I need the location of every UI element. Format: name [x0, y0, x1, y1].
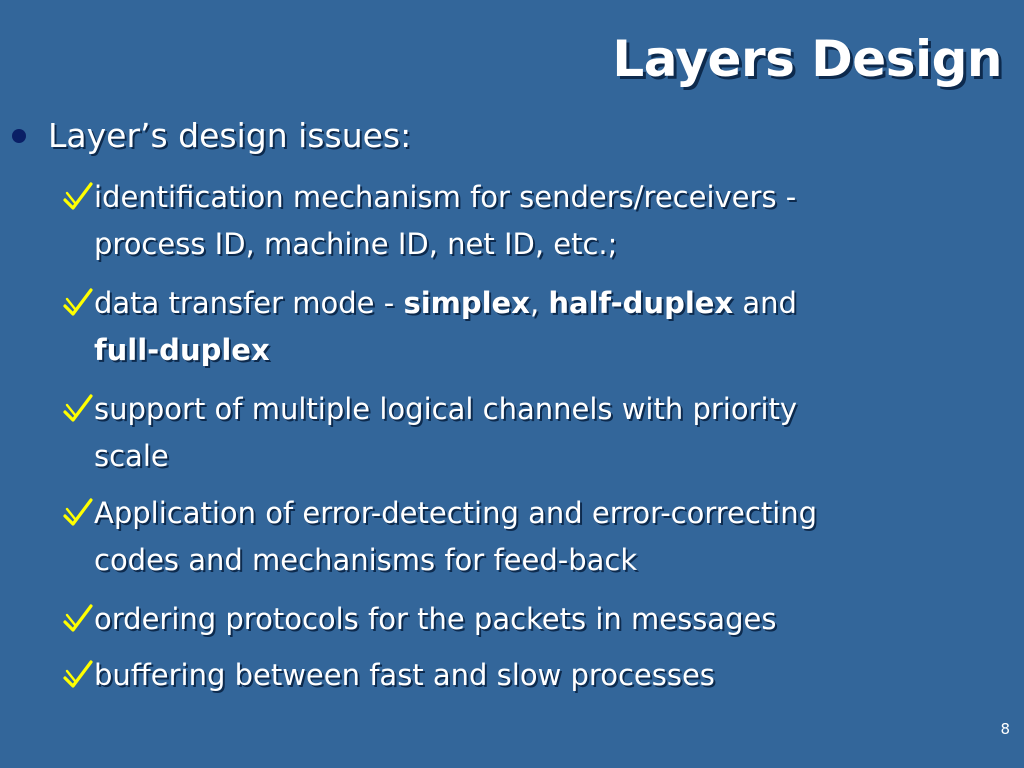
- list-item-2: data transfer mode - simplex, half-duple…: [62, 280, 992, 374]
- list-item-1: identification mechanism for senders/rec…: [62, 174, 992, 268]
- item-6-line-1: buffering between fast and slow processe…: [94, 658, 715, 692]
- page-number: 8: [1000, 720, 1010, 738]
- item-5-line-1: ordering protocols for the packets in me…: [94, 602, 777, 636]
- list-item-6: buffering between fast and slow processe…: [62, 652, 992, 699]
- check-mark-icon: [63, 394, 93, 422]
- item-3-line-1: support of multiple logical channels wit…: [94, 392, 798, 426]
- item-1-line-1: identification mechanism for senders/rec…: [94, 180, 797, 214]
- check-mark-icon: [63, 660, 93, 688]
- dot-bullet-icon: [12, 128, 26, 143]
- main-bullet: Layer’s design issues:: [12, 116, 411, 155]
- check-mark-icon: [63, 498, 93, 526]
- list-item-5: ordering protocols for the packets in me…: [62, 596, 992, 643]
- item-4-line-2: codes and mechanisms for feed-back: [94, 543, 638, 577]
- main-bullet-text: Layer’s design issues:: [48, 116, 412, 155]
- check-mark-icon: [63, 182, 93, 210]
- check-mark-icon: [63, 604, 93, 632]
- item-2-half-duplex: half-duplex: [548, 286, 734, 320]
- item-2-text-c: ,: [529, 286, 549, 320]
- slide-title: Layers Design: [612, 30, 1002, 88]
- item-3-line-2: scale: [94, 439, 169, 473]
- item-2-full-duplex: full-duplex: [94, 333, 270, 367]
- item-2-text-e: and: [733, 286, 797, 320]
- list-item-3: support of multiple logical channels wit…: [62, 386, 992, 480]
- item-2-text-a: data transfer mode -: [94, 286, 404, 320]
- item-2-simplex: simplex: [403, 286, 530, 320]
- check-mark-icon: [63, 288, 93, 316]
- item-4-line-1: Application of error-detecting and error…: [94, 496, 818, 530]
- item-1-line-2: process ID, machine ID, net ID, etc.;: [94, 227, 618, 261]
- list-item-4: Application of error-detecting and error…: [62, 490, 992, 584]
